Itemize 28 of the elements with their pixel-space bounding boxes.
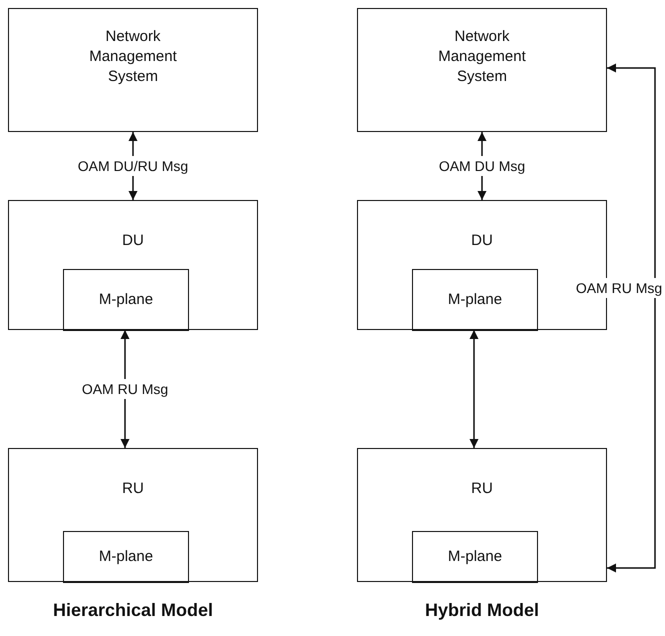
edge-label: OAM RU Msg (574, 278, 664, 298)
box-label: DU (121, 231, 145, 251)
box-label: Network Management System (437, 27, 527, 87)
box-label: RU (121, 479, 145, 499)
model-title: Hierarchical Model (52, 600, 214, 621)
box-label: Network Management System (88, 27, 178, 87)
component-box (8, 200, 258, 330)
edge-label: OAM RU Msg (80, 379, 170, 399)
component-box (357, 200, 607, 330)
edge-label: OAM DU/RU Msg (76, 156, 190, 176)
model-title: Hybrid Model (425, 600, 539, 621)
plane-box (412, 531, 538, 583)
component-box (8, 448, 258, 582)
box-label: M-plane (446, 547, 504, 567)
component-box (8, 8, 258, 132)
plane-box (412, 269, 538, 331)
component-box (357, 448, 607, 582)
box-label: DU (470, 231, 494, 251)
plane-box (63, 269, 189, 331)
plane-box (63, 531, 189, 583)
box-label: M-plane (98, 290, 154, 310)
box-label: RU (470, 479, 494, 499)
component-box (357, 8, 607, 132)
box-label: M-plane (98, 547, 154, 567)
arrow (607, 64, 656, 572)
arrow (470, 330, 478, 448)
edge-label: OAM DU Msg (438, 156, 526, 176)
box-label: M-plane (446, 290, 504, 310)
